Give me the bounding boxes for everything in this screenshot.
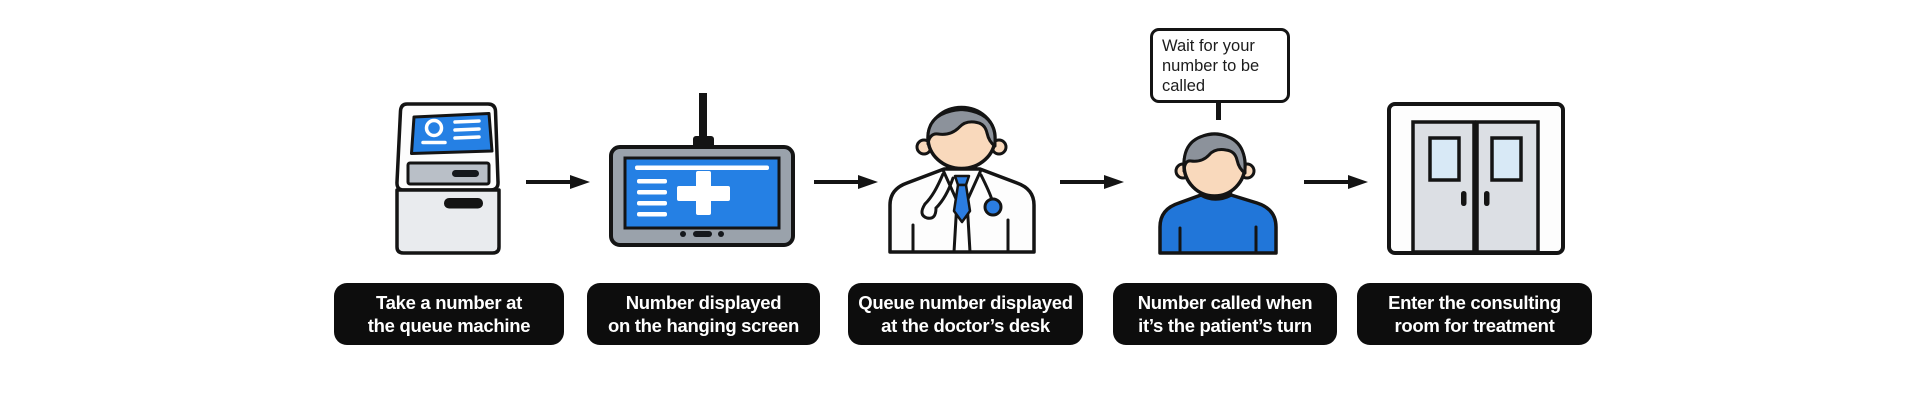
kiosk-screen <box>410 112 494 155</box>
step-label-2: Number displayed on the hanging screen <box>587 283 820 345</box>
doctor-hair <box>926 108 997 148</box>
stethoscope-icon <box>920 172 1003 220</box>
kiosk-keypad-slot <box>406 161 491 186</box>
coat-pocket-lines <box>911 218 1010 253</box>
queue-ticket-kiosk-icon <box>395 102 501 255</box>
waiting-patient-icon <box>1158 132 1278 255</box>
arrow-right-icon <box>814 175 878 189</box>
speech-bubble: Wait for your number to be called <box>1150 28 1290 103</box>
patient-arm-lines <box>1178 225 1258 254</box>
speech-bubble-text: Wait for your number to be called <box>1162 36 1260 95</box>
consulting-room-doors-icon <box>1387 102 1565 255</box>
queue-list-lines <box>637 179 667 217</box>
step-label-5: Enter the consulting room for treatment <box>1357 283 1592 345</box>
doctor-icon <box>888 105 1036 254</box>
arrow-right-icon <box>1304 175 1368 189</box>
speech-bubble-stem <box>1216 101 1221 120</box>
step-label-3: Queue number displayed at the doctor’s d… <box>848 283 1083 345</box>
screen-header-line <box>635 165 769 170</box>
right-door-window <box>1490 136 1523 182</box>
hanging-screen-icon <box>609 93 795 247</box>
doctor-tie <box>952 174 972 224</box>
ticket-slot <box>444 198 483 209</box>
arrow-right-icon <box>1060 175 1124 189</box>
left-door-handle <box>1461 191 1467 206</box>
mount-pole <box>699 93 707 140</box>
right-door-handle <box>1484 191 1490 206</box>
medical-cross-icon <box>677 171 730 215</box>
patient-hair <box>1182 132 1247 175</box>
bezel-buttons <box>680 231 724 237</box>
left-door-window <box>1428 136 1461 182</box>
arrow-right-icon <box>526 175 590 189</box>
kiosk-button <box>452 170 479 177</box>
patient-shirt <box>1158 193 1278 255</box>
step-label-1: Take a number at the queue machine <box>334 283 564 345</box>
person-list-glyph-icon <box>421 118 481 145</box>
step-label-4: Number called when it’s the patient’s tu… <box>1113 283 1337 345</box>
